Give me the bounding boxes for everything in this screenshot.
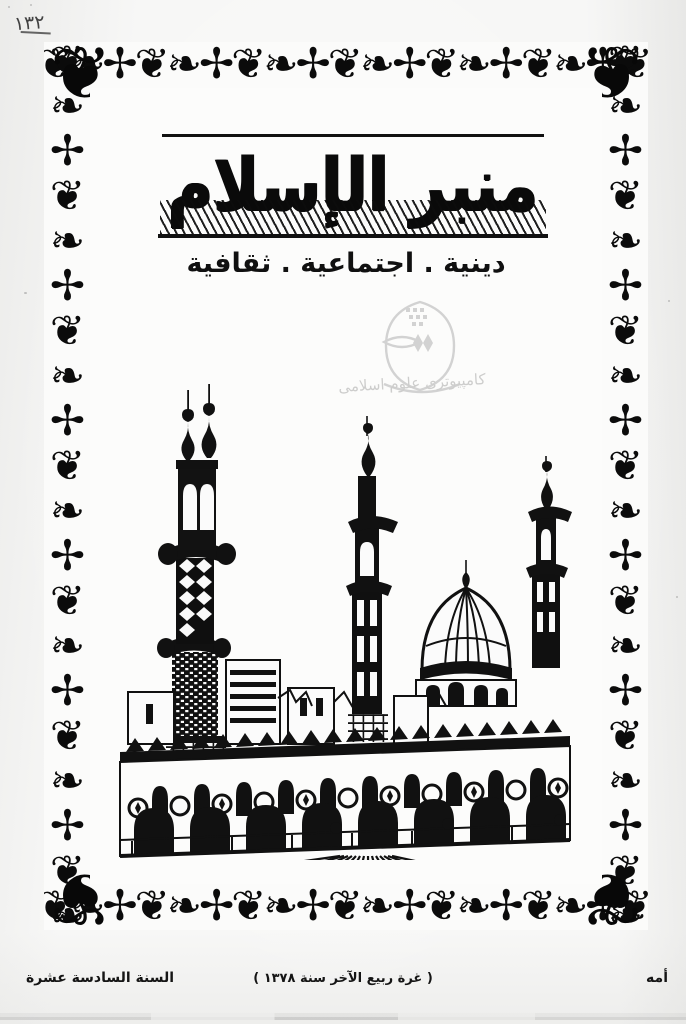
border-strip-glyphs: ❦❧✢❦❧✢❦❧✢❦❧✢❦❧✢❦❧✢❦❧✢❦❧✢❦❧✢❦❧✢❦❧✢❦❧✢❦❧✢❦… — [44, 42, 90, 930]
mosque-engraving-svg — [108, 300, 586, 860]
roof-scribble — [277, 688, 447, 708]
border-ornament-right: ❦❧✢❦❧✢❦❧✢❦❧✢❦❧✢❦❧✢❦❧✢❦❧✢❦❧✢❦❧✢❦❧✢❦❧✢❦❧✢❦… — [602, 42, 648, 930]
railing-posts — [330, 814, 566, 834]
scan-bottom-edge-artifact — [0, 1002, 686, 1020]
scan-speckle — [668, 300, 670, 302]
masthead: منبر الإسلام — [158, 134, 548, 238]
facade-arches — [134, 795, 566, 856]
mosque-illustration — [108, 300, 586, 860]
folio-number: ١٣٢ — [13, 11, 51, 35]
caption-right-text: أمه — [646, 970, 668, 986]
roundel-rosettes — [135, 782, 561, 814]
border-ornament-left: ❦❧✢❦❧✢❦❧✢❦❧✢❦❧✢❦❧✢❦❧✢❦❧✢❦❧✢❦❧✢❦❧✢❦❧✢❦❧✢❦… — [44, 42, 90, 930]
magazine-title: منبر الإسلام — [167, 141, 542, 228]
cover-plate: ❦❧✢❦❧✢❦❧✢❦❧✢❦❧✢❦❧✢❦❧✢❦❧✢❦❧✢❦❧✢❦❧✢❦❧✢❦❧✢❦… — [44, 38, 648, 934]
scan-speckle — [676, 596, 678, 598]
masthead-rule-bottom — [158, 234, 548, 238]
volume-year: السنة السادسة عشرة — [26, 970, 175, 986]
pavement-horizon — [119, 838, 571, 858]
right-minaret — [526, 456, 572, 668]
crenellation-band — [120, 719, 570, 762]
central-minaret — [346, 416, 398, 742]
arcade-facade — [119, 744, 571, 858]
cover-inner-field: منبر الإسلام دينية . اجتماعية . ثقافية — [90, 88, 602, 884]
masthead-rule-top — [162, 134, 544, 137]
scan-speckle — [30, 4, 32, 6]
border-ornament-top: ❦❧✢❦❧✢❦❧✢❦❧✢❦❧✢❦❧✢❦❧✢❦❧✢❦❧✢❦❧✢❦❧✢❦❧✢❦❧✢❦… — [44, 42, 648, 88]
border-ornament-bottom: ❦❧✢❦❧✢❦❧✢❦❧✢❦❧✢❦❧✢❦❧✢❦❧✢❦❧✢❦❧✢❦❧✢❦❧✢❦❧✢❦… — [44, 884, 648, 930]
border-strip-glyphs: ❦❧✢❦❧✢❦❧✢❦❧✢❦❧✢❦❧✢❦❧✢❦❧✢❦❧✢❦❧✢❦❧✢❦❧✢❦❧✢❦… — [44, 42, 648, 88]
border-strip-glyphs: ❦❧✢❦❧✢❦❧✢❦❧✢❦❧✢❦❧✢❦❧✢❦❧✢❦❧✢❦❧✢❦❧✢❦❧✢❦❧✢❦… — [602, 42, 648, 930]
magazine-subtitle: دينية . اجتماعية . ثقافية — [186, 248, 506, 279]
scan-speckle — [8, 6, 10, 8]
scan-speckle — [24, 292, 27, 294]
issue-date: ( غرة ربيع الآخر سنة ١٣٧٨ ) — [253, 971, 433, 986]
border-strip-glyphs: ❦❧✢❦❧✢❦❧✢❦❧✢❦❧✢❦❧✢❦❧✢❦❧✢❦❧✢❦❧✢❦❧✢❦❧✢❦❧✢❦… — [44, 884, 648, 930]
ribbed-dome — [415, 560, 517, 707]
twin-finial-minaret — [157, 384, 236, 775]
cover-caption-line: أمه ( غرة ربيع الآخر سنة ١٣٧٨ ) السنة ال… — [18, 970, 668, 994]
